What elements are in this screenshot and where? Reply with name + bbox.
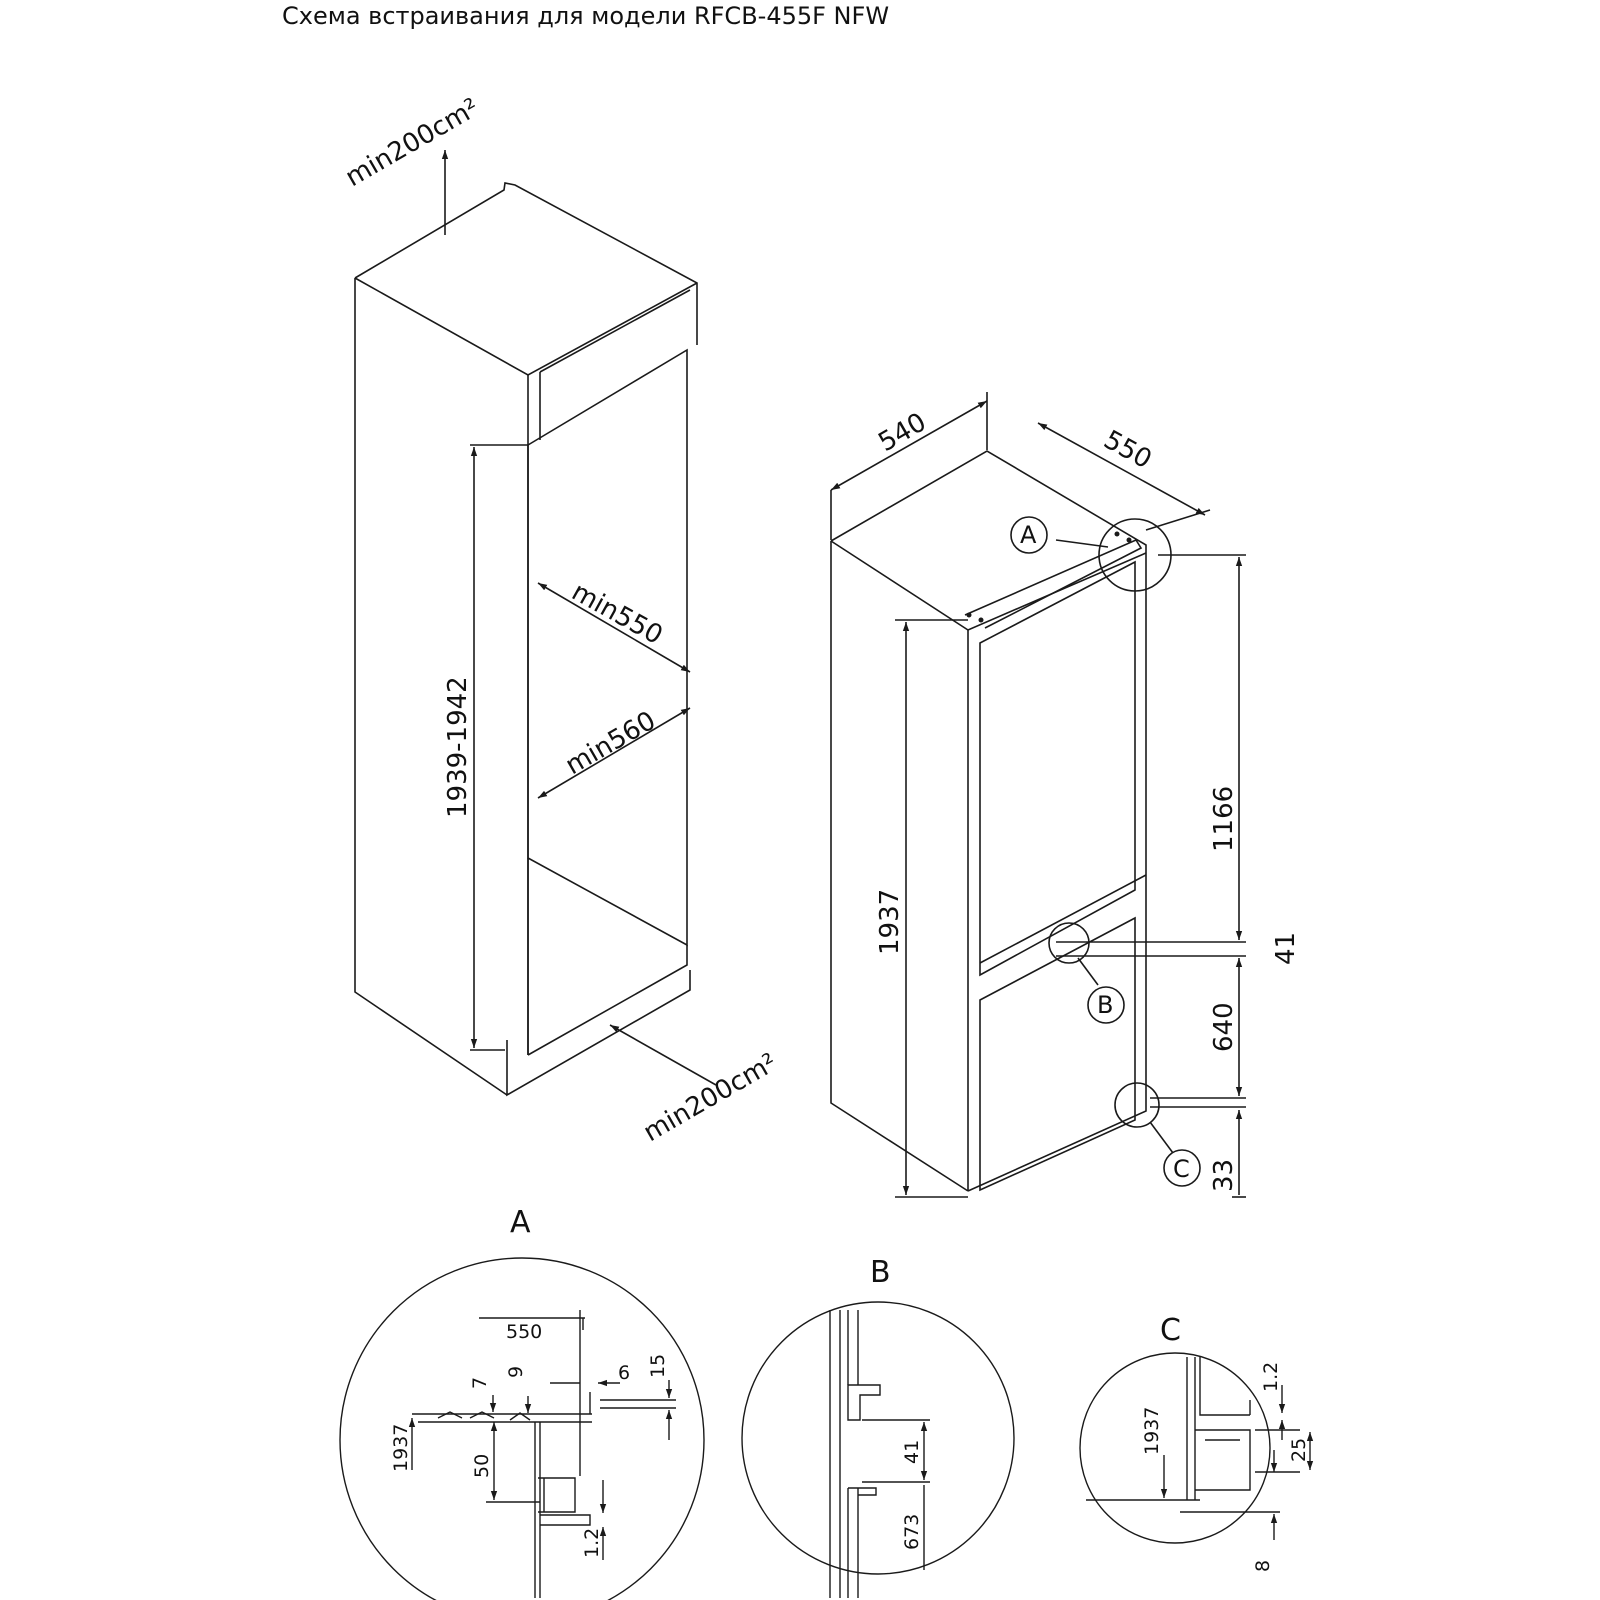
detail-b [741, 1301, 1015, 1598]
niche-height-label: 1939-1942 [443, 676, 473, 818]
detail-a-1937: 1937 [390, 1424, 412, 1472]
fridge-body [830, 392, 1246, 1198]
detail-a-15: 15 [647, 1354, 669, 1378]
detail-a-9: 9 [505, 1366, 527, 1378]
niche-vent-bottom-label: min200cm² [639, 1048, 783, 1148]
detail-c-1937: 1937 [1141, 1407, 1163, 1455]
detail-a-7: 7 [469, 1377, 491, 1389]
fridge-depth-label: 550 [1099, 425, 1157, 475]
detail-a [339, 1257, 705, 1600]
detail-a-1-2: 1.2 [581, 1528, 603, 1558]
fridge-fixing-points [966, 531, 1132, 623]
detail-a-50: 50 [471, 1454, 493, 1478]
fridge-gap-label: 41 [1271, 932, 1301, 965]
callout-a-text: A [1020, 521, 1037, 549]
callout-c-marker [1163, 1149, 1201, 1187]
fridge-bottom-gap-label: 33 [1209, 1159, 1239, 1192]
detail-c-8: 8 [1252, 1560, 1274, 1572]
detail-a-6: 6 [618, 1362, 630, 1384]
fridge-width-label: 540 [874, 407, 932, 458]
page-title: Схема встраивания для модели RFCB-455F N… [282, 2, 890, 30]
detail-c-25: 25 [1288, 1438, 1310, 1462]
detail-b-title: B [870, 1255, 891, 1290]
detail-c-title: C [1160, 1313, 1181, 1348]
detail-c [1079, 1352, 1314, 1544]
callout-b-text: B [1097, 991, 1113, 1019]
niche-depth-label: min550 [567, 577, 668, 651]
callout-b-marker [1087, 986, 1125, 1024]
niche-cabinet [354, 150, 717, 1097]
niche-vent-top-label: min200cm² [341, 93, 485, 193]
fridge-lower-door-label: 640 [1209, 1002, 1239, 1052]
fridge-height-label: 1937 [875, 889, 905, 955]
detail-b-673: 673 [901, 1514, 923, 1550]
detail-c-1-2: 1.2 [1260, 1362, 1282, 1392]
niche-width-label: min560 [561, 706, 661, 781]
fridge-upper-door-label: 1166 [1209, 786, 1239, 852]
detail-b-41: 41 [901, 1440, 923, 1464]
callout-c-text: C [1173, 1155, 1190, 1183]
callout-a-marker [1010, 516, 1048, 554]
detail-a-550: 550 [506, 1321, 542, 1343]
detail-a-title: A [510, 1205, 531, 1240]
